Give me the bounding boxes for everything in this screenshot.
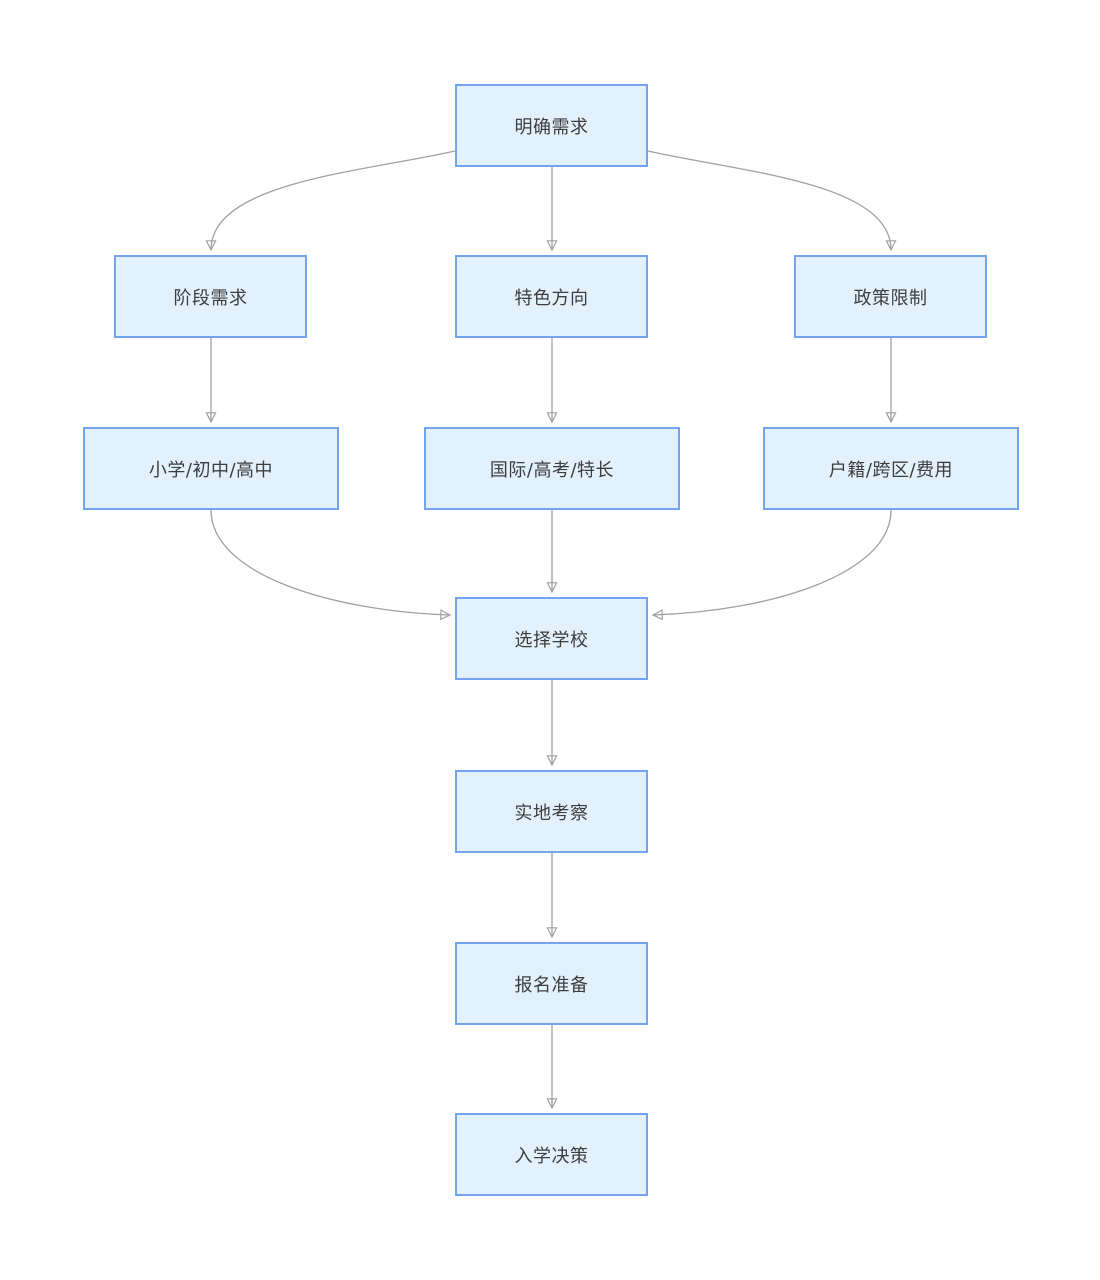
node-site-visit[interactable]: 实地考察	[455, 770, 648, 853]
node-clarify-needs-label: 明确需求	[514, 116, 589, 138]
node-policy-factors[interactable]: 户籍/跨区/费用	[763, 427, 1019, 510]
node-track-options-label: 国际/高考/特长	[489, 459, 615, 481]
node-policy-limits-label: 政策限制	[853, 287, 928, 309]
node-enrollment-decision[interactable]: 入学决策	[455, 1113, 648, 1196]
node-choose-school[interactable]: 选择学校	[455, 597, 648, 680]
node-policy-factors-label: 户籍/跨区/费用	[828, 459, 954, 481]
node-stage-needs-label: 阶段需求	[173, 287, 248, 309]
node-feature-direction[interactable]: 特色方向	[455, 255, 648, 338]
node-school-levels[interactable]: 小学/初中/高中	[83, 427, 339, 510]
node-school-levels-label: 小学/初中/高中	[148, 459, 274, 481]
node-stage-needs[interactable]: 阶段需求	[114, 255, 307, 338]
node-enrollment-decision-label: 入学决策	[514, 1145, 589, 1167]
node-clarify-needs[interactable]: 明确需求	[455, 84, 648, 167]
edge-factors-to-choose	[653, 509, 892, 615]
node-policy-limits[interactable]: 政策限制	[794, 255, 987, 338]
node-track-options[interactable]: 国际/高考/特长	[424, 427, 680, 510]
node-feature-direction-label: 特色方向	[514, 287, 589, 309]
node-site-visit-label: 实地考察	[514, 802, 589, 824]
node-registration-prep[interactable]: 报名准备	[455, 942, 648, 1025]
node-choose-school-label: 选择学校	[514, 629, 589, 651]
edge-levels-to-choose	[210, 509, 450, 615]
edge-clarify-to-stage	[211, 150, 456, 250]
edge-clarify-to-policy	[647, 150, 891, 250]
node-registration-prep-label: 报名准备	[514, 974, 589, 996]
